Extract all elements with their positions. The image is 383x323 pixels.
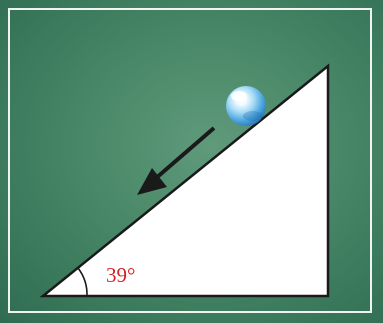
incline-triangle [39,63,330,298]
angle-arc [77,267,88,297]
arrow-down-left-icon [137,126,216,195]
ball-icon [226,86,266,126]
angle-label: 39° [106,263,135,287]
